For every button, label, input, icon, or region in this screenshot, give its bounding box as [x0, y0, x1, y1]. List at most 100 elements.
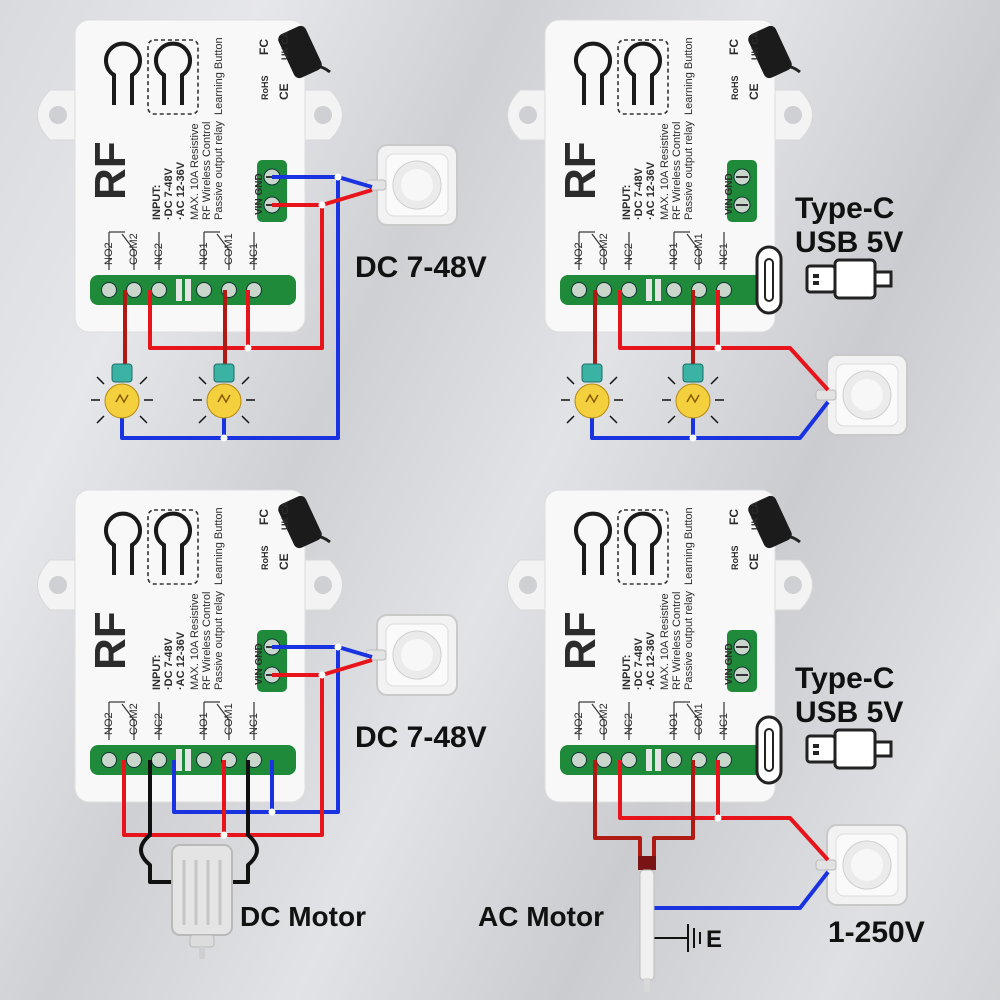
load-label: AC Motor: [478, 901, 604, 932]
load-label: DC Motor: [240, 901, 366, 932]
rohs-mark: RoHS: [260, 76, 270, 101]
input-ac: ·AC 12-36V: [645, 161, 657, 220]
dc-power-socket: [365, 614, 458, 696]
power-terminal-label: VIN GND: [724, 173, 735, 215]
terminal-nc2: NC2: [623, 713, 635, 735]
wires: [122, 645, 373, 884]
relay-terminal-labels: NO2 COM2 NC2 NO1 COM1 NC1: [103, 703, 260, 735]
lamp-1: [90, 363, 154, 424]
rohs-mark: RoHS: [730, 76, 740, 101]
terminal-com2: COM2: [598, 703, 610, 735]
relay-type-text: Passive output relay: [213, 590, 225, 690]
input-title: INPUT:: [621, 185, 633, 220]
ce-mark: CE: [277, 553, 291, 570]
relay-terminal-labels: NO2 COM2 NC2 NO1 COM1 NC1: [573, 703, 730, 735]
terminal-com1: COM1: [223, 703, 235, 735]
wire-motor-com1: [226, 760, 259, 884]
fc-mark: FC: [257, 39, 271, 55]
type-c-port-icon: [755, 245, 783, 315]
wire-junctions: [689, 344, 722, 442]
terminal-nc1: NC1: [248, 243, 260, 265]
relay-type-text: Passive output relay: [213, 120, 225, 220]
ground-label: E: [706, 926, 722, 953]
relay-type-text: Passive output relay: [683, 120, 695, 220]
input-title: INPUT:: [151, 655, 163, 690]
rf-control-text: RF Wireless Control: [671, 592, 683, 690]
terminal-no1: NO1: [198, 712, 210, 735]
wire-junctions: [220, 643, 342, 839]
ukca-mark: UK CA: [750, 31, 760, 60]
terminal-no1: NO1: [668, 242, 680, 265]
wire-live: [618, 760, 830, 862]
ground-icon: [687, 924, 701, 952]
input-ac: ·AC 12-36V: [645, 631, 657, 690]
wires: [593, 760, 830, 939]
rf-control-text: RF Wireless Control: [201, 592, 213, 690]
dc-motor-icon: [171, 844, 233, 959]
ukca-mark: UK CA: [750, 501, 760, 530]
wire-motor-com2: [139, 760, 180, 884]
fc-mark: FC: [257, 509, 271, 525]
input-ac: ·AC 12-36V: [175, 161, 187, 220]
terminal-no2: NO2: [573, 712, 585, 735]
relay-terminal-labels: NO2 COM2 NC2 NO1 COM1 NC1: [573, 233, 730, 265]
terminal-nc2: NC2: [623, 243, 635, 265]
cert-marks: RoHS FC CE UK CA: [727, 501, 761, 570]
cert-marks: RoHS FC CE UK CA: [257, 501, 291, 570]
learning-button-label: Learning Button: [213, 37, 225, 115]
ce-mark: CE: [747, 553, 761, 570]
wire-neutral: [652, 870, 830, 910]
terminal-nc1: NC1: [718, 713, 730, 735]
input-title: INPUT:: [621, 655, 633, 690]
module-brand: RF: [556, 611, 605, 670]
terminal-nc1: NC1: [718, 243, 730, 265]
power-label: DC 7-48V: [355, 251, 487, 284]
ukca-mark: UK CA: [280, 31, 290, 60]
ac-motor-icon: [638, 856, 656, 992]
learning-button-label: Learning Button: [213, 507, 225, 585]
lamp-2: [192, 363, 256, 424]
terminal-com1: COM1: [693, 703, 705, 735]
rf-control-text: RF Wireless Control: [671, 122, 683, 220]
type-c-port-icon: [755, 715, 783, 785]
input-title: INPUT:: [151, 185, 163, 220]
power-terminal-label: VIN GND: [724, 643, 735, 685]
wire-junctions: [220, 173, 342, 442]
terminal-com2: COM2: [128, 233, 140, 265]
relay-terminal-labels: NO2 COM2 NC2 NO1 COM1 NC1: [103, 233, 260, 265]
max-load-text: MAX. 10A Resistive: [189, 593, 201, 690]
terminal-no2: NO2: [573, 242, 585, 265]
max-load-text: MAX. 10A Resistive: [189, 123, 201, 220]
wire-neutral: [590, 400, 830, 440]
power-label-line1: Type-C: [795, 662, 894, 695]
terminal-no1: NO1: [198, 242, 210, 265]
cert-marks: RoHS FC CE UK CA: [257, 31, 291, 100]
ukca-mark: UK CA: [280, 501, 290, 530]
mains-socket: [815, 354, 908, 436]
panel-top-left: RF INPUT: ·DC 7-48V ·AC 12-36V MAX. 10A …: [35, 18, 487, 442]
module-labels: RF INPUT: ·DC 7-48V ·AC 12-36V MAX. 10A …: [556, 507, 735, 690]
panel-bottom-left: RF INPUT: ·DC 7-48V ·AC 12-36V MAX. 10A …: [35, 488, 487, 959]
terminal-com1: COM1: [223, 233, 235, 265]
panel-top-right: RF INPUT: ·DC 7-48V ·AC 12-36V MAX. 10A …: [505, 18, 908, 442]
power-terminal-label: VIN GND: [254, 173, 265, 215]
terminal-no2: NO2: [103, 712, 115, 735]
ce-mark: CE: [277, 83, 291, 100]
terminal-com2: COM2: [598, 233, 610, 265]
wire-live: [618, 290, 830, 392]
usb-plug-icon: [805, 258, 893, 300]
input-dc: ·DC 7-48V: [633, 637, 645, 690]
power-terminal-label: VIN GND: [254, 643, 265, 685]
lamp-2: [661, 363, 725, 424]
dc-power-socket: [365, 144, 458, 226]
terminal-no2: NO2: [103, 242, 115, 265]
terminal-nc1: NC1: [248, 713, 260, 735]
relay-type-text: Passive output relay: [683, 590, 695, 690]
lamp-1: [560, 363, 624, 424]
wire-positive-com2: [148, 205, 324, 350]
power-label-line1: Type-C: [795, 192, 894, 225]
power-label: DC 7-48V: [355, 721, 487, 754]
module-brand: RF: [86, 611, 135, 670]
rohs-mark: RoHS: [260, 546, 270, 571]
wire-motor-no1: [652, 760, 695, 860]
